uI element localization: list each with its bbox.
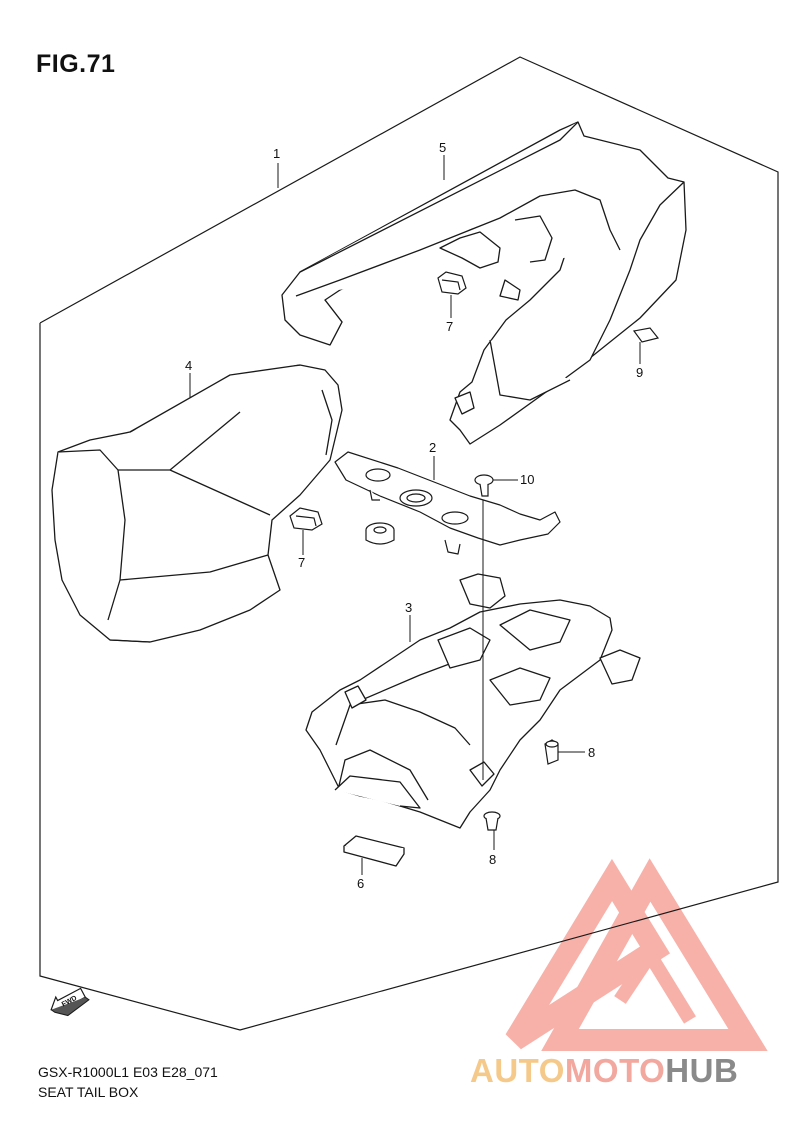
callout-8-right: 8 <box>588 745 595 760</box>
part-6-pad <box>343 835 405 867</box>
part-2-grommet <box>365 522 395 545</box>
watermark-logo-icon <box>505 858 768 1051</box>
callout-10: 10 <box>520 472 534 487</box>
part-7-clip-upper <box>437 271 467 295</box>
part-7-clip-lower <box>289 507 323 531</box>
callout-2: 2 <box>429 440 436 455</box>
watermark-part-hub: HUB <box>665 1052 739 1089</box>
model-code: GSX-R1000L1 E03 E28_071 <box>38 1064 218 1080</box>
callout-7-lower: 7 <box>298 555 305 570</box>
fwd-arrow-icon: FWD <box>50 987 90 1017</box>
part-4-seat-cover <box>51 364 343 643</box>
watermark-part-moto: MOTO <box>564 1052 666 1089</box>
part-8-bolt-lower <box>483 811 501 831</box>
callout-3: 3 <box>405 600 412 615</box>
figure-title: FIG.71 <box>36 50 116 78</box>
callout-8-lower: 8 <box>489 852 496 867</box>
part-3-tail-box-frame <box>305 573 641 829</box>
callout-labels: 1 5 7 9 4 2 10 7 3 8 8 6 <box>185 140 643 891</box>
callout-1: 1 <box>273 146 280 161</box>
part-8-bolt-right <box>544 739 559 765</box>
part-2-bracket <box>334 451 561 555</box>
callout-9: 9 <box>636 365 643 380</box>
part-9-pad <box>632 327 660 343</box>
group-outline <box>39 56 779 1031</box>
leader-lines <box>189 155 641 875</box>
watermark-part-auto: AUTO <box>470 1052 565 1089</box>
watermark-text: AUTOMOTOHUB <box>470 1052 738 1090</box>
section-name: SEAT TAIL BOX <box>38 1084 139 1100</box>
callout-7-upper: 7 <box>446 319 453 334</box>
callout-5: 5 <box>439 140 446 155</box>
callout-6: 6 <box>357 876 364 891</box>
part-5-tail-cowl <box>281 121 687 445</box>
part-10-bolt <box>474 474 494 497</box>
callout-4: 4 <box>185 358 192 373</box>
